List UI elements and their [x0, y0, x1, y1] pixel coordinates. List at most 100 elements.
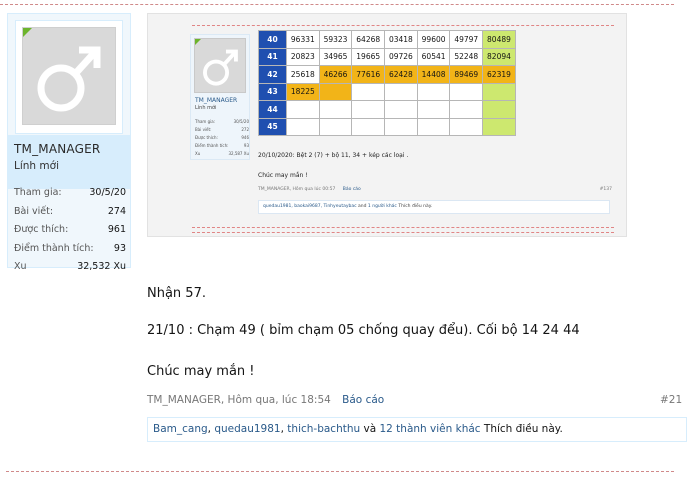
embedded-user-stats: Tham gia: 30/5/20 Bài viết: 272 Được thích… — [195, 118, 249, 158]
embedded-likes-names: quedau1981, baokai9687, Tinhyeutaybac — [263, 204, 357, 209]
table-cell — [416, 82, 451, 101]
table-cell — [384, 82, 418, 101]
table-cell: 89469 — [449, 65, 484, 84]
table-cell — [482, 117, 516, 136]
table-cell — [416, 117, 451, 136]
embedded-username: TM_MANAGER — [195, 97, 238, 104]
user-name-box — [8, 135, 130, 189]
post-number[interactable]: #21 — [660, 394, 683, 406]
table-cell: 64268 — [351, 30, 386, 49]
post-author-time[interactable]: TM_MANAGER, Hôm qua, lúc 18:54 — [147, 394, 331, 406]
stat-likes: Được thích: 961 — [14, 221, 126, 240]
embed-bottom-divider — [192, 227, 614, 228]
stat-coins: Xu 32,532 Xu — [14, 258, 126, 277]
stat-posts: Bài viết: 274 — [14, 203, 126, 222]
embedded-stat-value: 946 — [241, 135, 249, 140]
embedded-stat-row: Được thích:946 — [195, 134, 249, 142]
row-header: 40 — [258, 30, 287, 49]
table-cell: 19665 — [351, 47, 386, 66]
table-cell — [449, 117, 484, 136]
embedded-screenshot[interactable]: TM_MANAGER Lính mới Tham gia: 30/5/20 Bài… — [147, 13, 627, 237]
table-cell: 96331 — [286, 30, 320, 49]
embedded-stat-label: Tham gia: — [195, 119, 216, 124]
table-cell: 60541 — [416, 47, 451, 66]
table-cell: 20823 — [286, 47, 320, 66]
report-link[interactable]: Báo cáo — [342, 394, 385, 406]
table-cell: 18225 — [286, 82, 320, 101]
avatar-corner-mark — [23, 28, 32, 37]
embedded-likes-bar: quedau1981, baokai9687, Tinhyeutaybac an… — [258, 200, 610, 214]
table-cell: 99600 — [416, 30, 451, 49]
embedded-stat-label: Xu — [195, 151, 201, 156]
table-cell: 62319 — [482, 65, 516, 84]
table-cell: 80489 — [482, 30, 516, 49]
stat-value[interactable]: 274 — [107, 205, 126, 217]
liker-link[interactable]: thich-bachthu — [287, 423, 361, 435]
user-stats: Tham gia: 30/5/20 Bài viết: 274 Được thí… — [14, 184, 126, 277]
embedded-post-text: 20/10/2020: Bệt 2 (7) + bộ 11, 34 + kép … — [258, 152, 409, 159]
user-card: TM_MANAGER Lính mới Tham gia: 30/5/20 Bà… — [7, 13, 131, 272]
table-row: 44 — [258, 100, 516, 119]
embedded-meta-author: TM_MANAGER, Hôm qua lúc 00:57 — [258, 187, 336, 192]
table-cell — [351, 117, 386, 136]
stat-value[interactable]: 93 — [113, 242, 126, 254]
table-cell — [286, 117, 320, 136]
table-cell: 59323 — [318, 30, 353, 49]
avatar[interactable] — [15, 20, 123, 134]
likes-separator: , — [280, 423, 288, 435]
bottom-divider — [6, 471, 674, 472]
table-cell — [351, 82, 386, 101]
table-cell — [286, 100, 320, 119]
embedded-post-meta: TM_MANAGER, Hôm qua lúc 00:57 Báo cáo #1… — [258, 187, 612, 192]
table-cell — [318, 82, 353, 101]
stat-label: Tham gia: — [14, 187, 62, 198]
embedded-likes-tail: Thích điều này. — [396, 204, 433, 209]
table-row: 45 — [258, 117, 516, 136]
likes-bar: Bam_cang, quedau1981, thich-bachthu và 1… — [147, 417, 687, 442]
embedded-user-title: Lính mới — [195, 105, 217, 111]
table-cell — [318, 100, 353, 119]
top-divider — [0, 4, 674, 5]
row-header: 43 — [258, 82, 287, 101]
embedded-stat-row: Điểm thành tích:93 — [195, 142, 249, 150]
embedded-stat-value: 272 — [241, 127, 249, 132]
row-header: 44 — [258, 100, 287, 119]
male-symbol-icon — [37, 46, 101, 112]
row-header: 41 — [258, 47, 287, 66]
embed-top-divider — [192, 25, 614, 26]
table-cell: 49797 — [449, 30, 484, 49]
row-header: 42 — [258, 65, 287, 84]
likes-separator: , — [207, 423, 215, 435]
table-cell: 77616 — [351, 65, 386, 84]
likes-others-link[interactable]: 12 thành viên khác — [379, 423, 481, 435]
table-cell — [449, 100, 484, 119]
table-cell: 34965 — [318, 47, 353, 66]
embedded-stat-label: Điểm thành tích: — [195, 143, 229, 148]
table-cell — [482, 100, 516, 119]
stat-label: Xu — [14, 261, 27, 272]
likes-and: và — [360, 423, 380, 435]
table-cell — [416, 100, 451, 119]
table-cell — [318, 117, 353, 136]
embedded-stat-value: 30/5/20 — [233, 119, 249, 124]
stat-label: Bài viết: — [14, 205, 54, 217]
table-row: 43 18225 — [258, 82, 516, 101]
table-cell: 25618 — [286, 65, 320, 84]
stat-label: Điểm thành tích: — [14, 242, 94, 254]
post-meta: TM_MANAGER, Hôm qua, lúc 18:54 Báo cáo — [147, 394, 384, 406]
table-cell — [384, 117, 418, 136]
embed-bottom-divider-2 — [192, 232, 614, 233]
liker-link[interactable]: Bam_cang — [153, 423, 208, 435]
post-line-3: Chúc may mắn ! — [147, 364, 255, 379]
stat-value: 961 — [107, 224, 126, 235]
post-line-2: 21/10 : Chạm 49 ( bỉm chạm 05 chống quay… — [147, 323, 580, 338]
embedded-report-link: Báo cáo — [342, 187, 361, 192]
embedded-stat-label: Bài viết: — [195, 127, 212, 132]
table-cell — [449, 82, 484, 101]
liker-link[interactable]: quedau1981 — [214, 423, 281, 435]
table-row: 41 20823 34965 19665 09726 60541 52248 8… — [258, 47, 516, 66]
username[interactable]: TM_MANAGER — [14, 142, 101, 156]
embedded-stat-row: Bài viết: 272 — [195, 126, 249, 134]
likes-tail: Thích điều này. — [480, 423, 563, 435]
